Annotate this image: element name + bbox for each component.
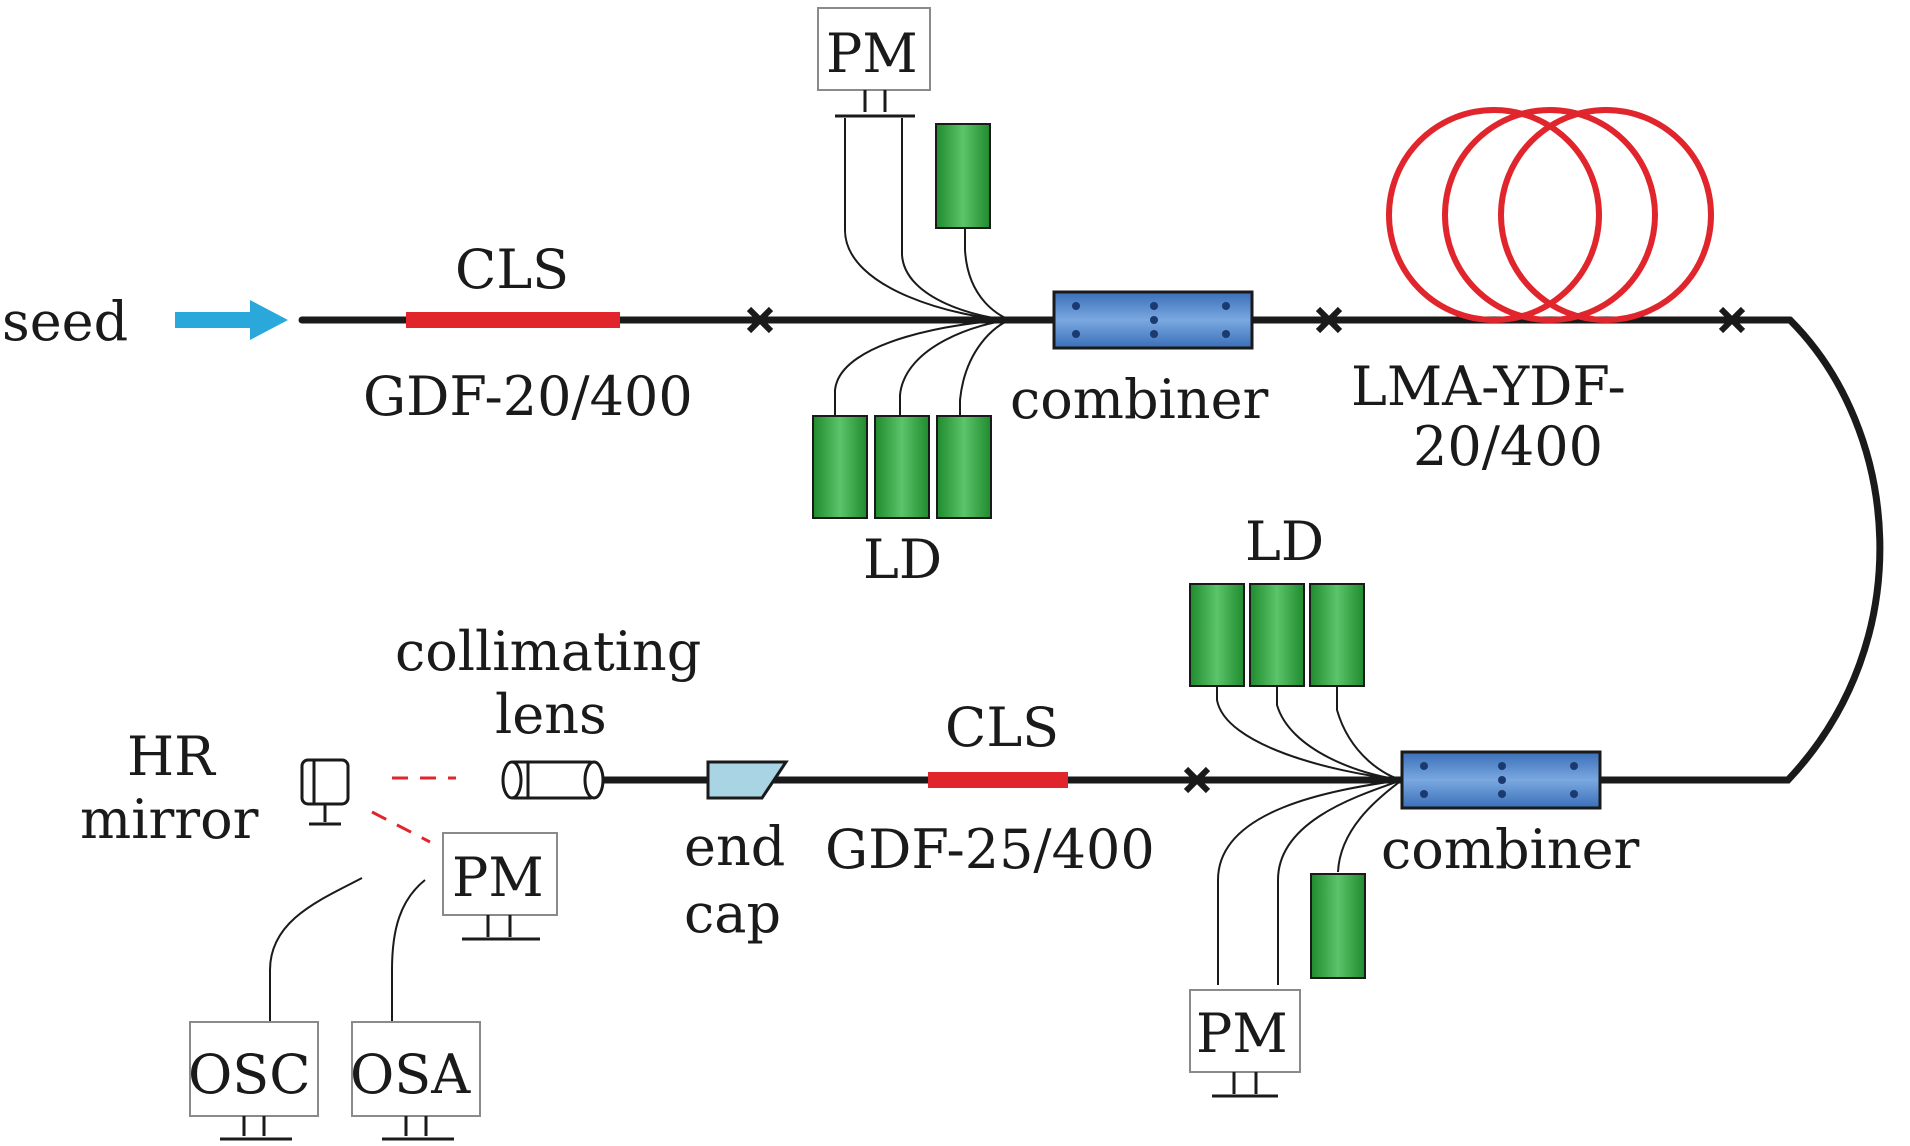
pm-bottom-stand	[1212, 1072, 1278, 1098]
collimating-label-line2: lens	[495, 683, 607, 746]
pm-bottom-label: PM	[1196, 1002, 1288, 1065]
osa-box	[351, 1021, 481, 1117]
combiner-2-label: combiner	[1381, 818, 1640, 881]
hr-label-line2: mirror	[80, 788, 259, 851]
ld-top-1	[812, 415, 868, 519]
splice-3-cross-mark-icon	[1718, 306, 1746, 334]
seed-arrow-icon	[175, 300, 288, 340]
pm-bottom-box	[1189, 989, 1301, 1073]
ld-top-2	[874, 415, 930, 519]
seed-label: seed	[2, 290, 128, 353]
cls-2	[928, 772, 1068, 788]
combiner-1-input-fibers	[834, 118, 1011, 416]
fiber-loop-right	[1596, 316, 1884, 784]
splice-4-cross-mark-icon	[1183, 766, 1211, 794]
pm-top-label: PM	[826, 22, 918, 85]
ld-top-label: LD	[863, 528, 942, 591]
ld-bottom-3	[1309, 583, 1365, 687]
beam-to-pm	[371, 810, 431, 844]
pm-top-stand	[835, 90, 915, 118]
splice-2-cross-mark-icon	[1315, 306, 1343, 334]
ld-bottom-2	[1249, 583, 1305, 687]
pm-output-label: PM	[452, 846, 544, 909]
ld-bottom-label: LD	[1245, 510, 1324, 573]
osc-stand	[220, 1116, 292, 1141]
collimating-lens	[501, 760, 605, 800]
combiner-1	[1052, 290, 1254, 350]
osc-box	[189, 1021, 319, 1117]
combiner-2	[1400, 750, 1602, 810]
splice-1-cross-mark-icon	[746, 306, 774, 334]
lma-label-line1: LMA-YDF-	[1351, 355, 1626, 418]
combiner-1-label: combiner	[1010, 368, 1269, 431]
lma-ydf-coil	[1386, 107, 1714, 323]
cls-1	[406, 312, 620, 328]
gdf-1-label: GDF-20/400	[363, 365, 693, 428]
instrument-cables	[269, 877, 426, 1028]
end-cap-label-line2: cap	[684, 882, 781, 945]
pm-output-box	[442, 832, 558, 916]
end-cap-label-line1: end	[684, 815, 785, 878]
osc-label: OSC	[188, 1043, 311, 1106]
gdf-2-label: GDF-25/400	[825, 818, 1155, 881]
pm-output-stand	[462, 915, 540, 941]
hr-label-line1: HR	[127, 725, 216, 788]
hr-mirror-icon	[300, 758, 350, 826]
cls-2-label: CLS	[945, 696, 1059, 759]
osa-stand	[382, 1116, 454, 1141]
osa-label: OSA	[350, 1043, 471, 1106]
combiner-2-input-fibers	[1216, 686, 1403, 985]
ld-bottom-single	[1310, 873, 1366, 979]
pm-top-box	[817, 7, 931, 91]
cls-1-label: CLS	[455, 238, 569, 301]
ld-top-single	[935, 123, 991, 229]
collimating-label-line1: collimating	[395, 620, 701, 683]
end-cap	[706, 760, 789, 800]
ld-top-3	[936, 415, 992, 519]
lma-label-line2: 20/400	[1413, 415, 1603, 478]
ld-bottom-1	[1189, 583, 1245, 687]
